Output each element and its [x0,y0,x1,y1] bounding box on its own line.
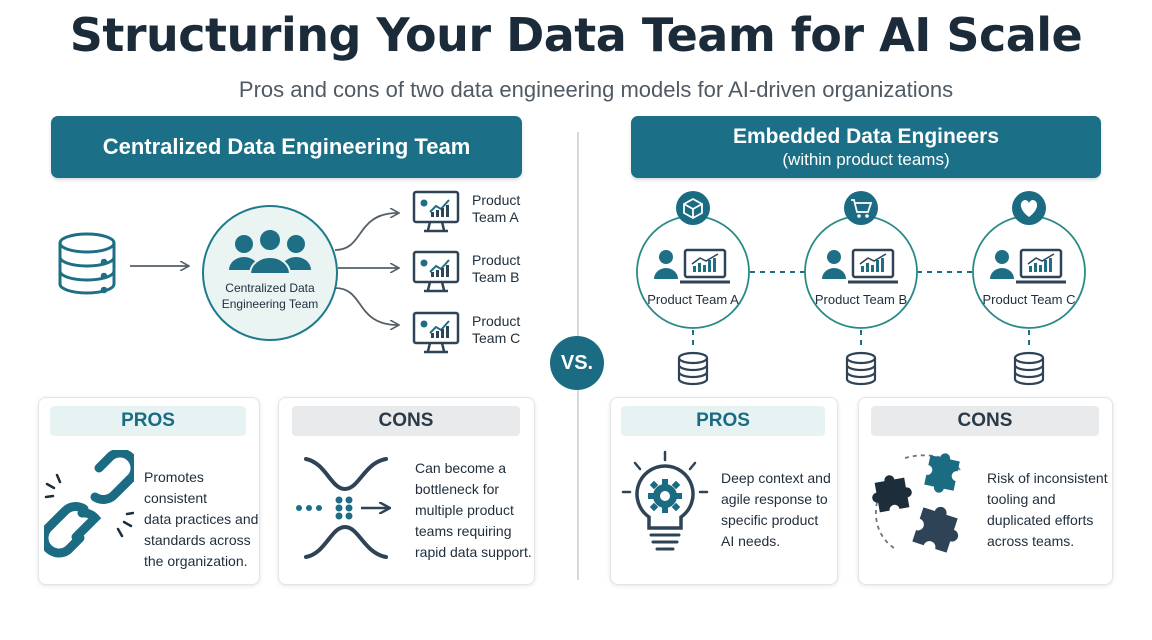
left-team-b-label: Product Team B [472,252,521,285]
text-line: teams requiring [415,523,512,539]
embedded-banner-sublabel: (within product teams) [782,150,950,169]
monitor-icon [412,190,460,233]
database-icon [58,232,116,295]
text-line: standards across [144,532,251,548]
text-line: agile response to [721,491,828,507]
heart-icon [1012,191,1046,225]
database-icon [845,351,877,386]
team-connectors [692,271,1030,350]
embedded-banner-label: Embedded Data Engineers [732,125,1000,148]
text-line: across teams. [987,533,1075,549]
monitor-icon [412,311,460,354]
engineer-laptop-icon [654,248,730,284]
left-cons-text: Can become a bottleneck for multiple pro… [415,458,532,563]
text-line: Promotes consistent [144,469,208,506]
engineer-laptop-icon [990,248,1066,284]
lightbulb-gear-icon [621,450,709,551]
right-pros-text: Deep context and agile response to speci… [721,468,831,552]
branch-arrows [334,213,398,325]
text-line: data practices and [144,511,259,527]
text-line: AI needs. [721,533,781,549]
text-line: bottleneck for [415,481,500,497]
monitor-icon [412,250,460,293]
centralized-banner-label: Centralized Data Engineering Team [102,134,471,159]
left-pros-label: PROS [50,406,246,436]
left-pros-text: Promotes consistent data practices and s… [144,467,259,572]
text-line: Can become a [415,460,507,476]
left-team-c-label: Product Team C [472,313,521,346]
left-cons-card: CONS Can become a bottleneck for multipl… [278,397,535,585]
database-icon [677,351,709,386]
right-team-a-label: Product Team A [647,292,739,307]
page-title: Structuring Your Data Team for AI Scale [69,8,1083,62]
right-cons-card: CONS Risk of inconsistent tooling and du… [858,397,1113,585]
centralized-banner: Centralized Data Engineering Team [51,116,522,178]
cube-icon [676,191,710,225]
text-line: rapid data support. [415,544,532,560]
embedded-banner: Embedded Data Engineers (within product … [631,116,1101,178]
left-cons-label: CONS [292,406,520,436]
text-line: the organization. [144,553,248,569]
right-cons-label: CONS [871,406,1099,436]
bottleneck-icon [296,457,401,559]
text-line: Risk of inconsistent [987,470,1108,486]
chain-link-icon [44,450,134,558]
text-line: duplicated efforts [987,512,1094,528]
team-icon [229,228,311,275]
left-pros-card: PROS Promotes consistent data practices … [38,397,260,585]
engineer-laptop-icon [822,248,898,284]
central-team-label: Centralized Data Engineering Team [221,281,319,311]
right-team-c-label: Product Team C [982,292,1076,307]
text-line: Deep context and [721,470,831,486]
text-line: specific product [721,512,819,528]
puzzle-pieces-icon [872,453,961,553]
right-cons-text: Risk of inconsistent tooling and duplica… [987,468,1108,552]
text-line: tooling and [987,491,1056,507]
left-team-a-label: Product Team A [472,192,521,225]
text-line: multiple product [415,502,514,518]
cart-icon [844,191,878,225]
right-pros-card: PROS Deep context and agile response to … [610,397,838,585]
vs-badge: VS. [550,336,604,390]
database-icon [1013,351,1045,386]
right-pros-label: PROS [621,406,825,436]
right-team-b-label: Product Team B [814,292,908,307]
page-subtitle: Pros and cons of two data engineering mo… [238,77,954,102]
